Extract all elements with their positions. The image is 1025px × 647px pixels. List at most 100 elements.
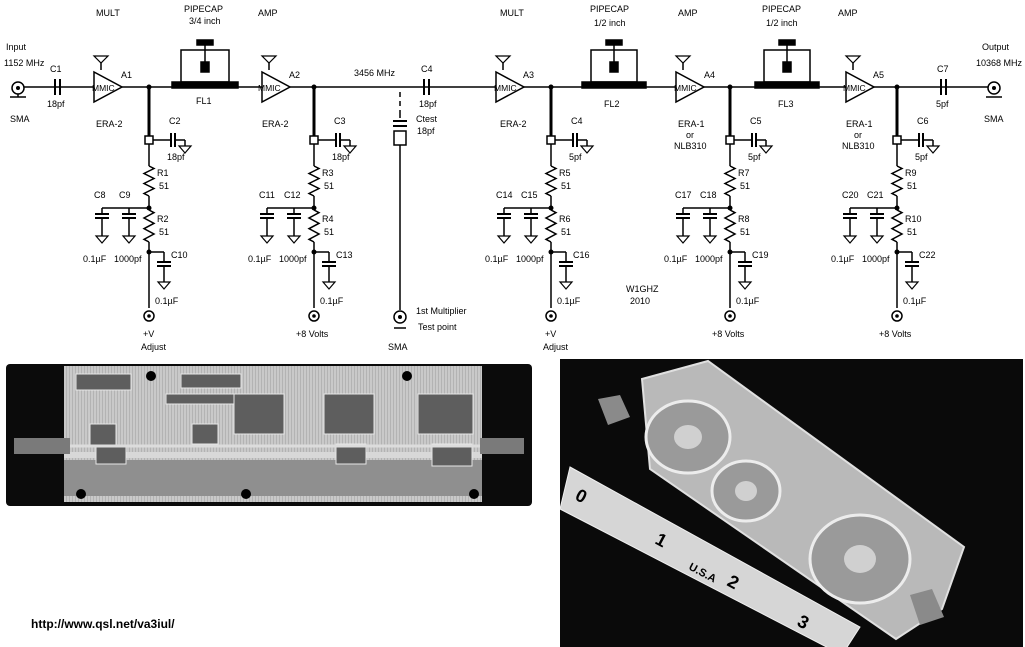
decoupling-cap-value: 18pf	[167, 152, 185, 162]
pcb-board-photo	[6, 364, 532, 506]
input-sma-connector	[10, 81, 26, 98]
schematic-diagram: Input 1152 MHz SMA Output 10368 MHz SMA …	[4, 4, 1023, 352]
cap-a-value: 0.1µF	[664, 254, 688, 264]
resistor-upper	[307, 165, 321, 197]
cap-a-value: 0.1µF	[83, 254, 107, 264]
pipecap-filter-fl1	[171, 39, 239, 89]
decoupling-cap-value: 5pf	[915, 152, 928, 162]
a4-alt: NLB310	[674, 141, 707, 151]
ground-symbol	[259, 235, 275, 244]
ground-symbol	[579, 145, 595, 154]
fl2-title: PIPECAP	[590, 4, 629, 14]
a3-part: ERA-2	[500, 119, 527, 129]
enclosure-photo: 0 1 U.S.A 2 3	[560, 359, 1023, 647]
fl3-ref: FL3	[778, 99, 794, 109]
pipecap-1-photo	[644, 399, 732, 475]
cap-b-ref: C15	[521, 190, 538, 200]
supply-terminal	[549, 314, 553, 318]
resistor-lower-value: 51	[324, 227, 334, 237]
decoupling-cap-value: 5pf	[569, 152, 582, 162]
cap-c-ref: C16	[573, 250, 590, 260]
credit-year: 2010	[630, 296, 650, 306]
a5-role: AMP	[838, 8, 858, 18]
supply-label: +V	[545, 329, 556, 339]
supply-terminal	[728, 314, 732, 318]
input-connector-label: SMA	[10, 114, 30, 124]
bias-node	[309, 135, 319, 145]
ground-symbol	[702, 235, 718, 244]
decoupling-cap-ref: C5	[750, 116, 762, 126]
cap-c-ref: C13	[336, 250, 353, 260]
resistor-lower	[544, 209, 558, 243]
bias-node	[892, 135, 902, 145]
cap-a-ref: C20	[842, 190, 859, 200]
a2-part: ERA-2	[262, 119, 289, 129]
output-connector-photo	[480, 438, 524, 454]
cap-c-value: 0.1µF	[903, 296, 927, 306]
cap-a-ref: C17	[675, 190, 692, 200]
a1-part: ERA-2	[96, 119, 123, 129]
output-connector-photo	[910, 589, 944, 625]
cap-a-value: 0.1µF	[831, 254, 855, 264]
input-freq: 1152 MHz	[4, 58, 45, 68]
a1-chip: MMIC	[92, 83, 115, 93]
ground-symbol	[342, 145, 358, 154]
ruler: 0 1 U.S.A 2 3	[560, 466, 861, 647]
c1-value: 18pf	[47, 99, 65, 109]
fl3-title: PIPECAP	[762, 4, 801, 14]
output-freq: 10368 MHz	[976, 58, 1023, 68]
capacitor-c4-symbol	[423, 79, 430, 95]
fl3-size: 1/2 inch	[766, 18, 798, 28]
ground-symbol	[904, 281, 920, 290]
fl1-ref: FL1	[196, 96, 212, 106]
resistor-upper-value: 51	[740, 181, 750, 191]
cap-a-ref: C14	[496, 190, 513, 200]
mid-frequency-label: 3456 MHz	[354, 68, 396, 78]
cap-b-value: 1000pf	[862, 254, 890, 264]
ground-symbol	[675, 235, 691, 244]
pipecap-filter-fl2	[581, 39, 647, 89]
resistor-upper	[723, 165, 737, 197]
decoupling-cap-ref: C4	[571, 116, 583, 126]
fl1-title: PIPECAP	[184, 4, 223, 14]
a3-ref: A3	[523, 70, 534, 80]
a5-ref: A5	[873, 70, 884, 80]
ground-symbol	[177, 145, 193, 154]
bias-node	[725, 135, 735, 145]
resistor-upper-ref: R3	[322, 168, 334, 178]
input-connector-photo	[14, 438, 70, 454]
output-sma-connector	[986, 81, 1002, 98]
a5-chip: MMIC	[843, 83, 866, 93]
a4-chip: MMIC	[674, 83, 697, 93]
a3-chip: MMIC	[494, 83, 517, 93]
mmic-amplifier-a4	[674, 55, 706, 104]
ground-symbol	[842, 235, 858, 244]
resistor-upper-value: 51	[159, 181, 169, 191]
c4-coupling-value: 18pf	[419, 99, 437, 109]
cap-a-value: 0.1µF	[485, 254, 509, 264]
cap-b-value: 1000pf	[114, 254, 142, 264]
test-point-line2: Test point	[418, 322, 457, 332]
decoupling-cap-ref: C2	[169, 116, 181, 126]
a1-role: MULT	[96, 8, 120, 18]
cap-c-ref: C10	[171, 250, 188, 260]
test-point-sma-connector	[393, 310, 407, 329]
cap-c-value: 0.1µF	[155, 296, 179, 306]
resistor-lower-value: 51	[907, 227, 917, 237]
resistor-lower-ref: R2	[157, 214, 169, 224]
a4-ref: A4	[704, 70, 715, 80]
resistor-upper	[544, 165, 558, 197]
resistor-lower	[890, 209, 904, 243]
test-point-connector-label: SMA	[388, 342, 408, 352]
fl2-ref: FL2	[604, 99, 620, 109]
resistor-upper-value: 51	[561, 181, 571, 191]
a2-chip: MMIC	[258, 83, 281, 93]
supply-terminal	[895, 314, 899, 318]
resistor-lower-value: 51	[159, 227, 169, 237]
a4-part: ERA-1	[678, 119, 705, 129]
ground-symbol	[925, 145, 941, 154]
decoupling-cap-ref: C6	[917, 116, 929, 126]
c7-value: 5pf	[936, 99, 949, 109]
